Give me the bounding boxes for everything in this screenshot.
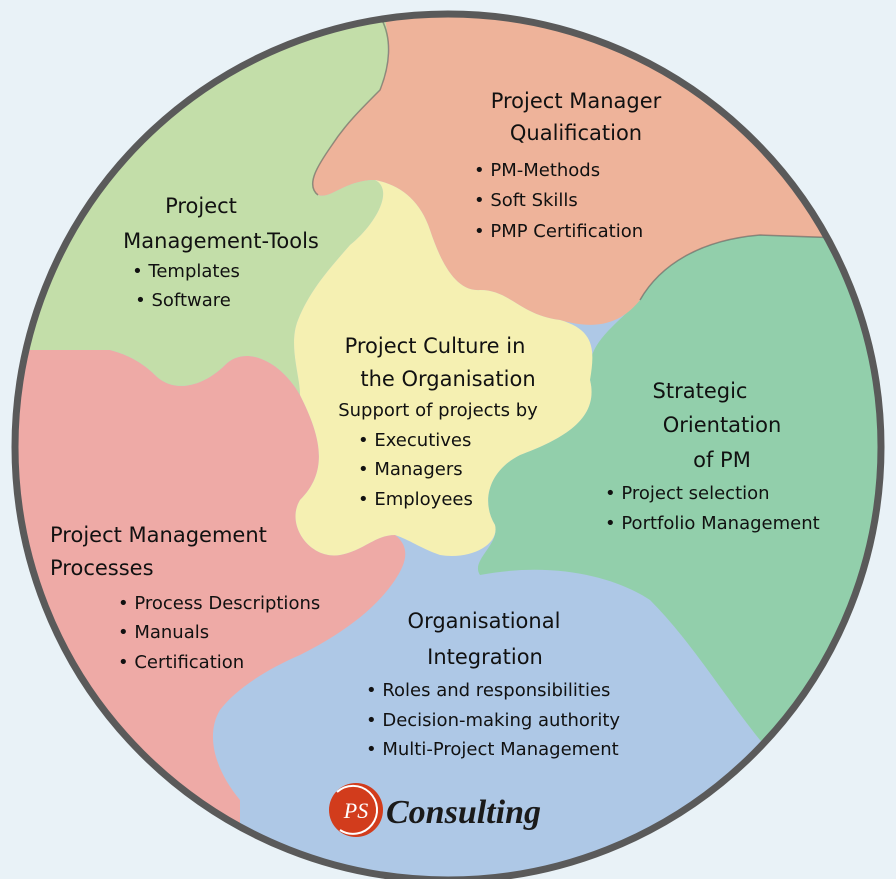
culture-title-line-1: Project Culture in xyxy=(345,334,526,358)
processes-title-line-2: Processes xyxy=(50,556,154,580)
qualification-item-3: • PMP Certification xyxy=(474,221,643,242)
qualification-title-line-1: Project Manager xyxy=(491,89,662,113)
logo-name: Consulting xyxy=(386,794,541,831)
logo-mark xyxy=(329,783,383,837)
tools-text: Project Management-Tools • Templates • S… xyxy=(123,194,319,311)
processes-item-2: • Manuals xyxy=(118,622,209,643)
logo-swoosh xyxy=(336,784,379,835)
strategic-item-1: • Project selection xyxy=(605,483,770,504)
ps-consulting-logo: PS Consulting xyxy=(329,783,541,837)
strategic-text: Strategic Orientation of PM • Project se… xyxy=(605,379,820,534)
tools-item-1: • Templates xyxy=(132,261,240,282)
tools-title-line-1: Project xyxy=(165,194,237,218)
strategic-item-2: • Portfolio Management xyxy=(605,513,820,534)
culture-subtitle: Support of projects by xyxy=(338,400,538,421)
integration-item-3: • Multi-Project Management xyxy=(366,739,619,760)
integration-text: Organisational Integration • Roles and r… xyxy=(366,609,620,760)
culture-text: Project Culture in the Organisation Supp… xyxy=(338,334,538,510)
qualification-title-line-2: Qualification xyxy=(510,121,642,145)
qualification-text: Project Manager Qualification • PM-Metho… xyxy=(474,89,662,242)
logo-mark-text: PS xyxy=(343,798,368,823)
qualification-item-1: • PM-Methods xyxy=(474,160,600,181)
integration-item-2: • Decision-making authority xyxy=(366,710,620,731)
tools-title-line-2: Management-Tools xyxy=(123,229,319,253)
integration-title-line-2: Integration xyxy=(427,645,543,669)
qualification-item-2: • Soft Skills xyxy=(474,190,578,211)
strategic-title-line-2: Orientation xyxy=(663,413,782,437)
processes-item-1: • Process Descriptions xyxy=(118,593,320,614)
integration-title-line-1: Organisational xyxy=(408,609,561,633)
strategic-title-line-1: Strategic xyxy=(653,379,748,403)
integration-item-1: • Roles and responsibilities xyxy=(366,680,610,701)
processes-item-3: • Certification xyxy=(118,652,244,673)
culture-title-line-2: the Organisation xyxy=(360,367,535,391)
strategic-title-line-3: of PM xyxy=(693,448,751,472)
outer-ring xyxy=(11,10,885,879)
segment-strategic xyxy=(478,235,881,800)
segment-culture xyxy=(294,180,593,556)
segment-boundaries xyxy=(311,19,881,301)
processes-text: Project Management Processes • Process D… xyxy=(50,523,320,673)
culture-item-3: • Employees xyxy=(358,489,473,510)
tools-item-2: • Software xyxy=(135,290,231,311)
culture-item-2: • Managers xyxy=(358,459,463,480)
processes-title-line-1: Project Management xyxy=(50,523,267,547)
culture-item-1: • Executives xyxy=(358,430,471,451)
